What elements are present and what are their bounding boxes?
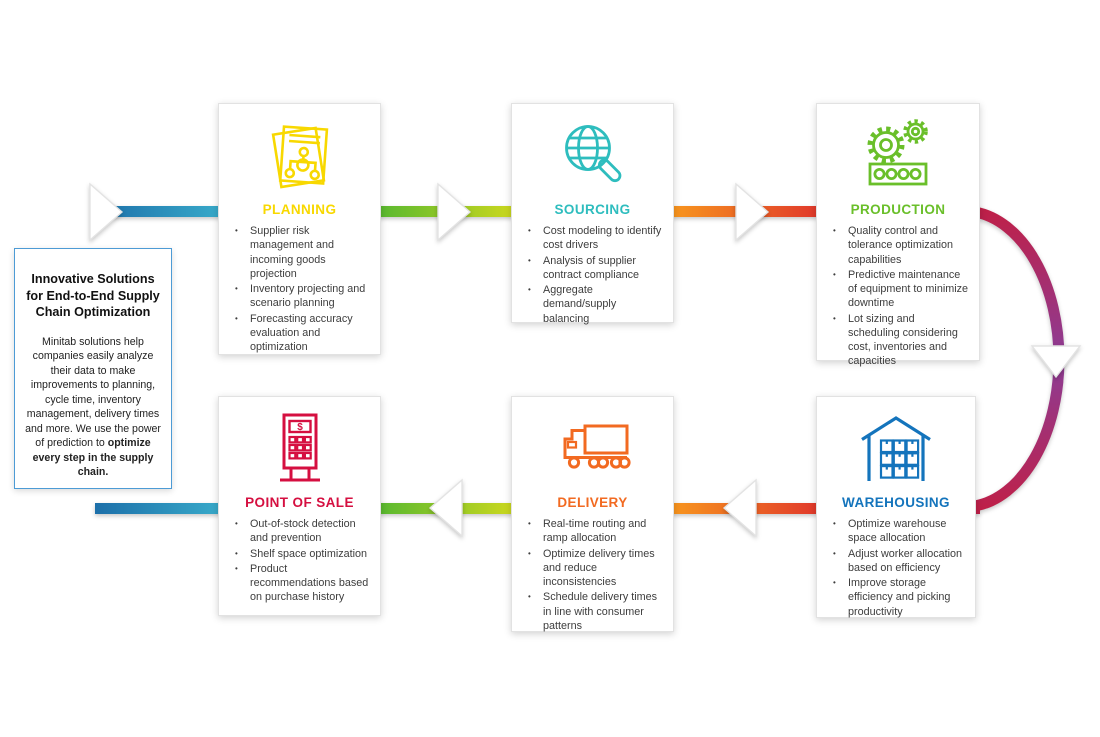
bullet-list: Real-time routing and ramp allocation Op…: [512, 517, 673, 644]
warehouse-boxes-icon: [817, 411, 975, 491]
stage-title: DELIVERY: [557, 495, 628, 510]
pos-terminal-icon: $: [219, 411, 380, 491]
bullet-item: Inventory projecting and scenario planni…: [233, 282, 370, 311]
bullet-item: Improve storage efficiency and picking p…: [831, 576, 965, 619]
intro-body-text: Minitab solutions help companies easily …: [25, 335, 161, 450]
bullet-item: Aggregate demand/supply balancing: [526, 283, 663, 326]
bullet-item: Forecasting accuracy evaluation and opti…: [233, 312, 370, 355]
stage-card-planning: PLANNING Supplier risk management and in…: [218, 103, 381, 355]
bullet-item: Shelf space optimization: [233, 547, 370, 561]
bullet-item: Supplier risk management and incoming go…: [233, 224, 370, 281]
globe-magnifier-icon: [512, 118, 673, 198]
bullet-list: Out-of-stock detection and prevention Sh…: [219, 517, 380, 616]
delivery-truck-icon: [512, 411, 673, 491]
intro-title: Innovative Solutions for End-to-End Supp…: [26, 272, 160, 320]
stage-card-production: PRODUCTION Quality control and tolerance…: [816, 103, 980, 367]
stage-card-delivery: DELIVERY Real-time routing and ramp allo…: [511, 396, 674, 632]
stage-title: POINT OF SALE: [245, 495, 354, 510]
bullet-item: Optimize delivery times and reduce incon…: [526, 547, 663, 590]
bullet-item: Real-time routing and ramp allocation: [526, 517, 663, 546]
gears-machine-icon: [817, 118, 979, 198]
stage-card-warehousing: WAREHOUSING Optimize warehouse space all…: [816, 396, 976, 618]
bullet-item: Cost modeling to identify cost drivers: [526, 224, 663, 253]
stage-title: PRODUCTION: [850, 202, 946, 217]
flow-arc-right: [974, 206, 1065, 512]
bullet-item: Out-of-stock detection and prevention: [233, 517, 370, 546]
bullet-item: Predictive maintenance of equipment to m…: [831, 268, 969, 311]
intro-box: Innovative Solutions for End-to-End Supp…: [14, 248, 172, 489]
stage-title: PLANNING: [262, 202, 337, 217]
bullet-item: Quality control and tolerance optimizati…: [831, 224, 969, 267]
bullet-list: Supplier risk management and incoming go…: [219, 224, 380, 365]
bullet-item: Analysis of supplier contract compliance: [526, 254, 663, 283]
bullet-item: Adjust worker allocation based on effici…: [831, 547, 965, 576]
intro-body: Minitab solutions help companies easily …: [24, 335, 162, 480]
planning-documents-orgchart-icon: [219, 118, 380, 198]
bullet-item: Schedule delivery times in line with con…: [526, 590, 663, 633]
stage-card-sourcing: SOURCING Cost modeling to identify cost …: [511, 103, 674, 325]
bullet-list: Optimize warehouse space allocation Adju…: [817, 517, 975, 630]
bullet-item: Lot sizing and scheduling considering co…: [831, 312, 969, 369]
bullet-item: Optimize warehouse space allocation: [831, 517, 965, 546]
stage-title: SOURCING: [554, 202, 631, 217]
stage-card-point-of-sale: $ POINT OF SALE Out-of-stock detection a…: [218, 396, 381, 616]
bullet-list: Quality control and tolerance optimizati…: [817, 224, 979, 380]
svg-text:$: $: [297, 422, 303, 433]
stage-title: WAREHOUSING: [842, 495, 950, 510]
bullet-item: Product recommendations based on purchas…: [233, 562, 370, 605]
bullet-list: Cost modeling to identify cost drivers A…: [512, 224, 673, 337]
intro-body-bold-text: optimize every step in the supply chain.: [32, 437, 154, 479]
